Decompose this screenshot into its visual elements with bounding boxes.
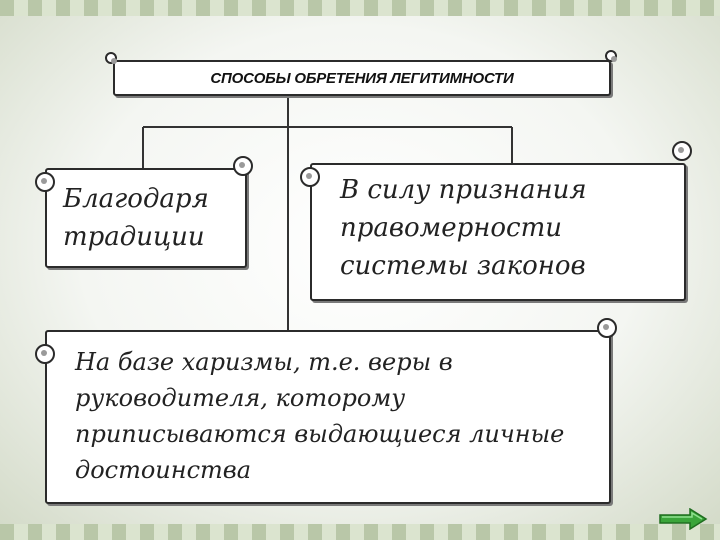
right-arrow-icon[interactable] bbox=[658, 508, 708, 530]
method-text-tradition: Благодаря традиции bbox=[63, 180, 238, 256]
scroll-curl-icon bbox=[300, 167, 320, 187]
top-stripe-border bbox=[0, 0, 720, 16]
diagram-title: СПОСОБЫ ОБРЕТЕНИЯ ЛЕГИТИМНОСТИ bbox=[210, 69, 514, 87]
text-line: руководителя, которому bbox=[75, 384, 406, 412]
text-line: традиции bbox=[63, 222, 205, 252]
scroll-curl-icon bbox=[672, 141, 692, 161]
text-line: Благодаря bbox=[63, 184, 209, 214]
text-line: правомерности bbox=[340, 213, 563, 243]
scroll-curl-icon bbox=[597, 318, 617, 338]
scroll-curl-icon bbox=[605, 50, 617, 62]
text-line: В силу признания bbox=[340, 175, 587, 205]
scroll-curl-icon bbox=[233, 156, 253, 176]
title-scroll: СПОСОБЫ ОБРЕТЕНИЯ ЛЕГИТИМНОСТИ bbox=[105, 50, 617, 96]
text-line: системы законов bbox=[340, 251, 586, 281]
method-box-legal: В силу признания правомерности системы з… bbox=[300, 141, 692, 301]
scroll-curl-icon bbox=[35, 344, 55, 364]
text-line: достоинства bbox=[75, 456, 252, 484]
bottom-stripe-border bbox=[0, 524, 720, 540]
method-box-tradition: Благодаря традиции bbox=[35, 156, 253, 268]
text-line: приписываются выдающиеся личные bbox=[75, 420, 565, 448]
text-line: На базе харизмы, т.е. веры в bbox=[75, 348, 453, 376]
method-text-legal: В силу признания правомерности системы з… bbox=[340, 171, 680, 285]
scroll-curl-icon bbox=[105, 52, 117, 64]
method-box-charisma: На базе харизмы, т.е. веры в руководител… bbox=[35, 318, 617, 504]
method-text-charisma: На базе харизмы, т.е. веры в руководител… bbox=[75, 344, 605, 488]
scroll-curl-icon bbox=[35, 172, 55, 192]
